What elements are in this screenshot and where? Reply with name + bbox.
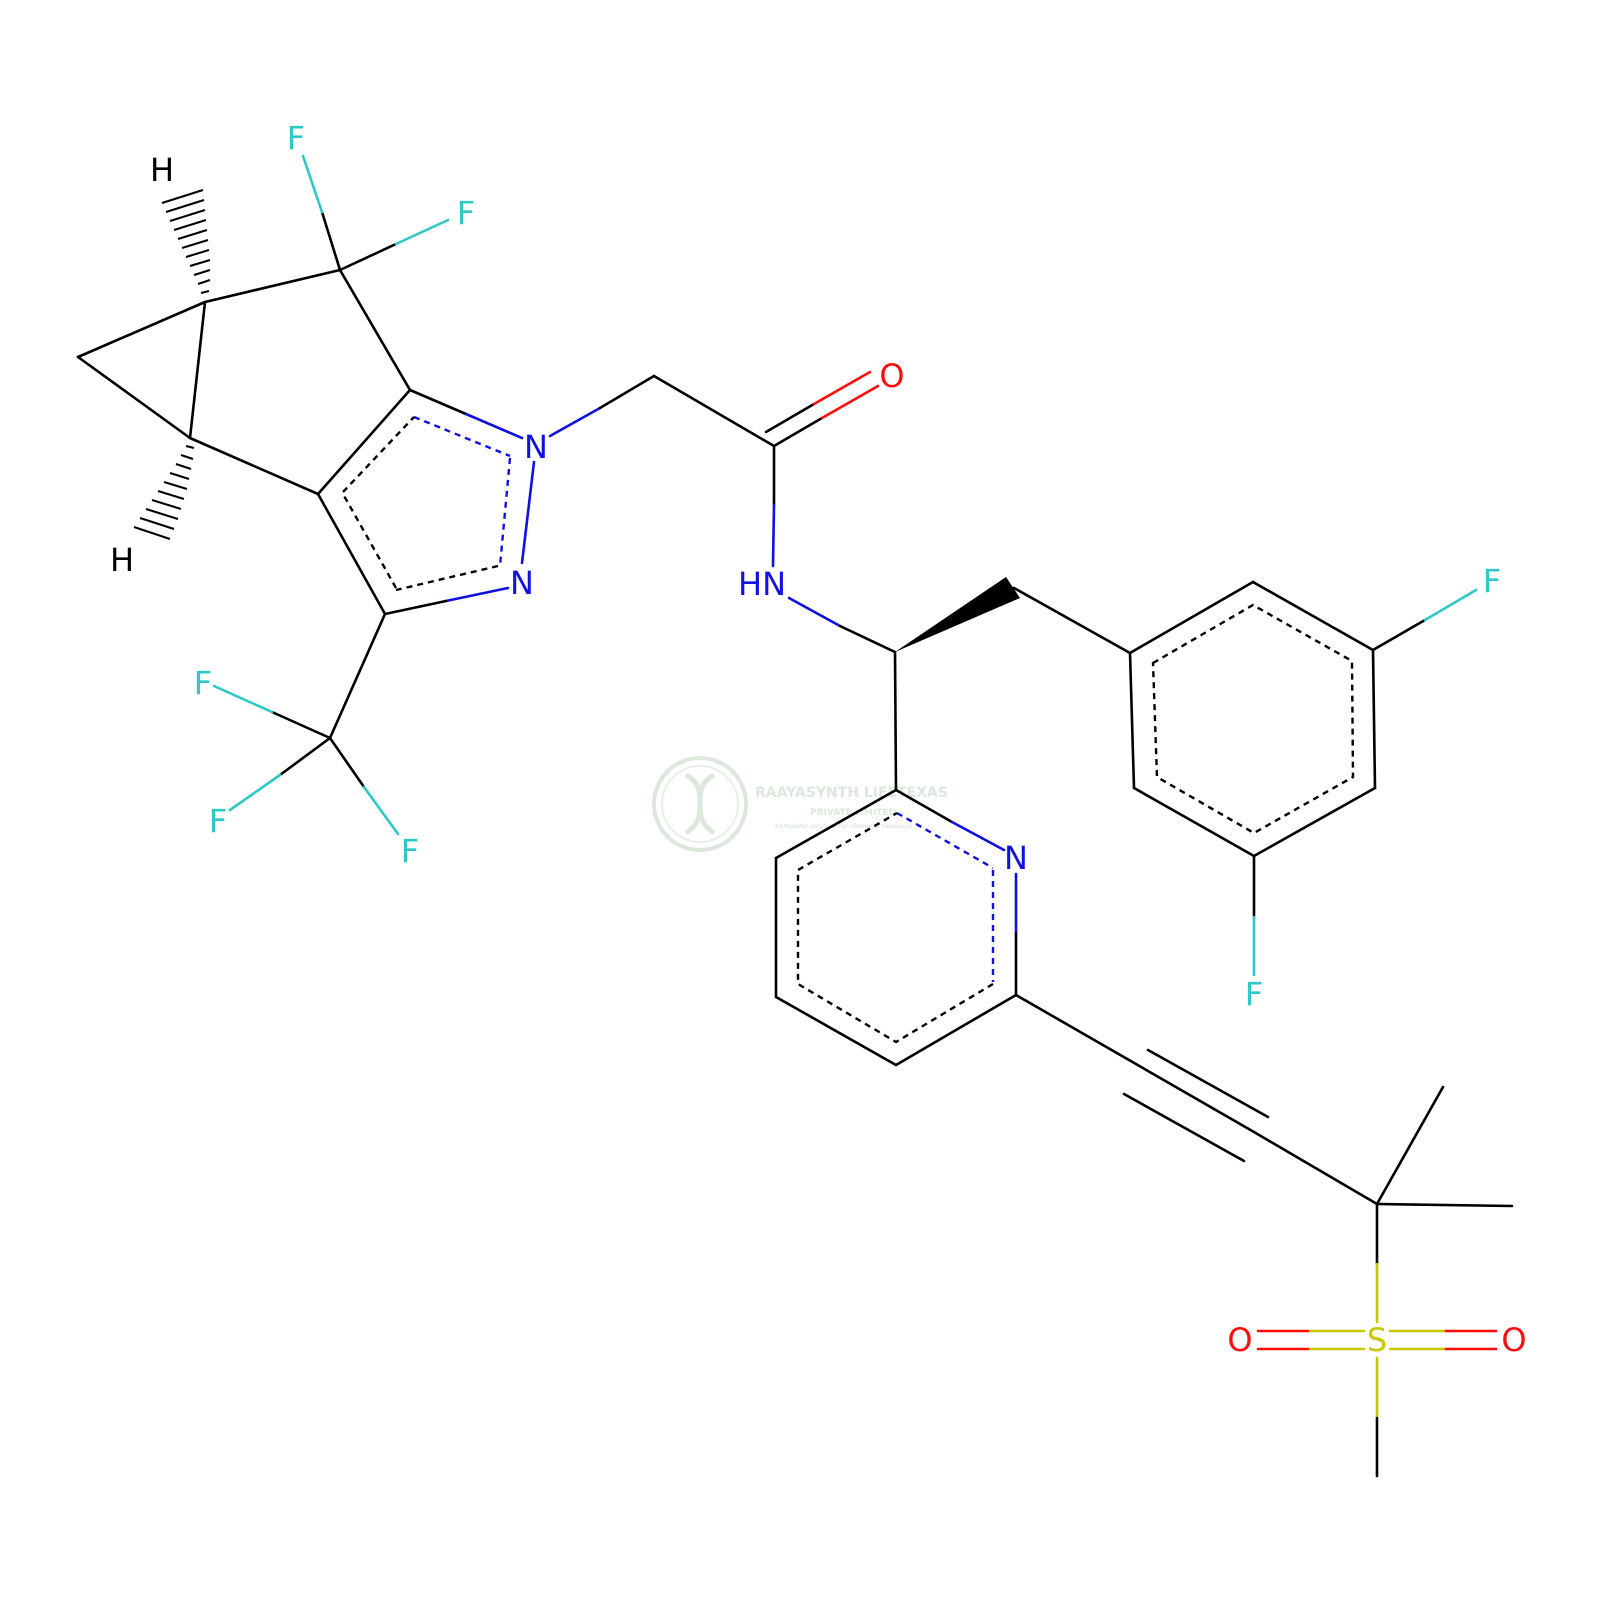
sulfonyl-group — [1256, 1262, 1498, 1478]
atom-o-sulfonyl-left: O — [1227, 1321, 1252, 1359]
cf3-bonds — [212, 612, 400, 836]
atom-f-aryl-meta1: F — [1483, 562, 1501, 600]
hash-wedge-top — [161, 189, 211, 294]
pyridine-ring — [774, 788, 1018, 1067]
stereocenter — [893, 577, 1132, 792]
wedge-bond — [895, 577, 1020, 652]
atom-f-cf2-b: F — [457, 194, 475, 232]
hash-wedge-bottom — [133, 445, 195, 540]
atom-f-aryl-meta2: F — [1245, 975, 1263, 1013]
watermark-logo-icon — [652, 756, 748, 852]
watermark-title: RAAYASYNTH LIFETEXAS — [755, 785, 948, 801]
atom-nh-amide: HN — [738, 565, 786, 603]
atom-h-top: H — [150, 151, 174, 189]
atom-n2-pyrazole: N — [510, 564, 534, 602]
watermark-tagline: Complete solution for chemical research — [775, 823, 912, 830]
atom-f-cf3-a: F — [194, 664, 212, 702]
atom-o-sulfonyl-right: O — [1501, 1321, 1526, 1359]
pyrazole-ring — [316, 388, 536, 616]
watermark: RAAYASYNTH LIFETEXAS PRIVATE LIMITED Com… — [652, 756, 948, 852]
atom-h-bottom: H — [110, 541, 134, 579]
atom-s-sulfonyl: S — [1367, 1321, 1387, 1359]
bicyclic-ring — [76, 268, 412, 496]
atom-n-pyridine: N — [1004, 839, 1028, 877]
atom-f-cf3-b: F — [209, 802, 227, 840]
quaternary-carbon — [1375, 1085, 1514, 1266]
difluorophenyl-ring — [1128, 580, 1478, 977]
cf2-bonds — [301, 154, 450, 272]
amide-linker — [548, 370, 897, 654]
alkyne — [1014, 993, 1379, 1206]
atom-f-cf2-a: F — [287, 119, 305, 157]
atom-o-amide: O — [879, 357, 904, 395]
atom-f-cf3-c: F — [401, 832, 419, 870]
atom-n1-pyrazole: N — [524, 428, 548, 466]
